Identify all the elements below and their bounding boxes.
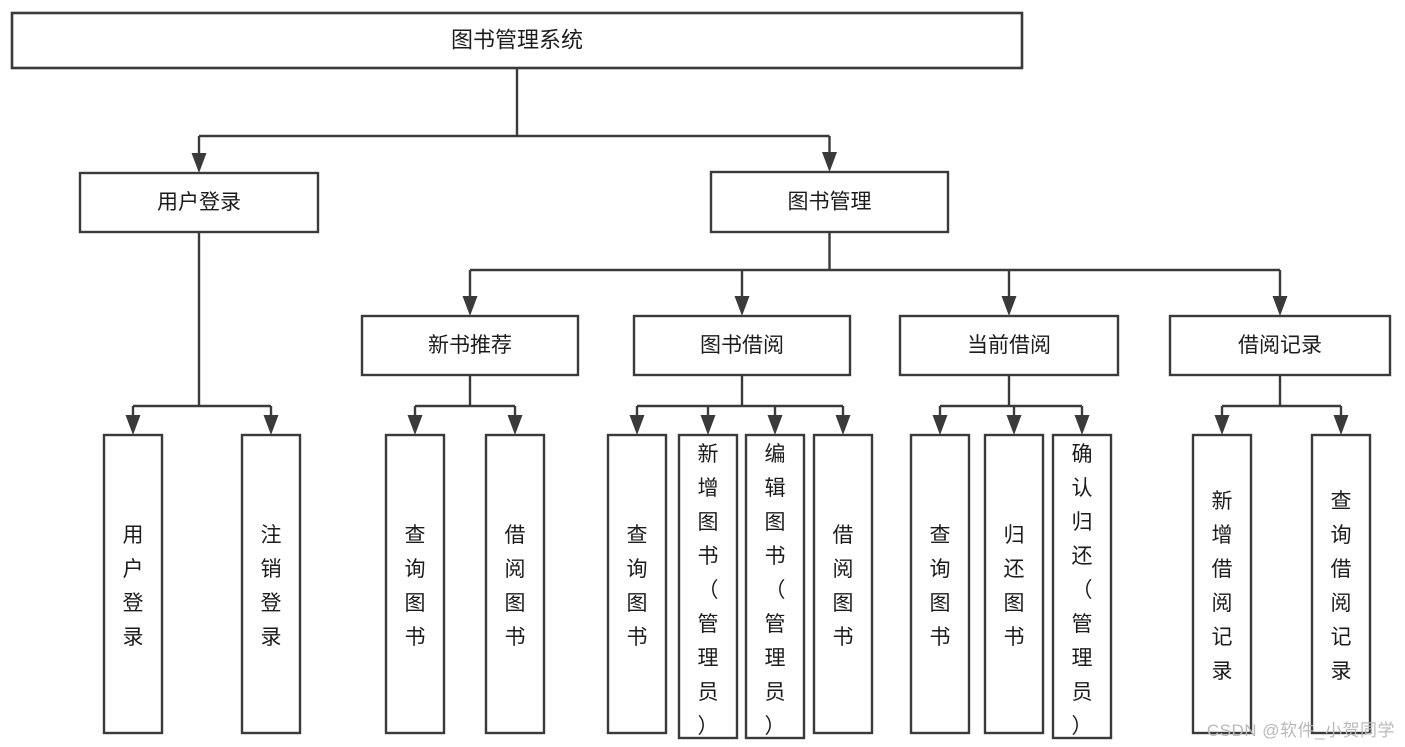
node-box[interactable] — [1310, 433, 1372, 735]
arrow-head-icon — [1074, 415, 1090, 435]
nodes-layer: 图书管理系统用户登录图书管理新书推荐图书借阅当前借阅借阅记录用户登录注销登录查询… — [10, 11, 1392, 740]
node-leaf-query-book-rec[interactable]: 查询图书 — [384, 433, 446, 735]
node-box[interactable] — [677, 433, 739, 740]
node-box[interactable] — [606, 433, 668, 735]
node-label-vertical: 查询图书 — [930, 524, 951, 649]
node-current-borrow[interactable]: 当前借阅 — [898, 314, 1120, 377]
connector-group — [932, 375, 1090, 435]
node-leaf-borrow-book-rec[interactable]: 借阅图书 — [484, 433, 546, 735]
node-box[interactable] — [983, 433, 1045, 735]
node-leaf-return-book[interactable]: 归还图书 — [983, 433, 1045, 735]
node-leaf-confirm-return[interactable]: 确认归还（管理员） — [1051, 433, 1113, 740]
node-leaf-logout-login[interactable]: 注销登录 — [240, 433, 302, 735]
node-leaf-edit-book[interactable]: 编辑图书（管理员） — [744, 433, 806, 740]
node-leaf-query-book-borrow[interactable]: 查询图书 — [606, 433, 668, 735]
arrow-head-icon — [191, 153, 207, 173]
arrow-head-icon — [822, 152, 837, 172]
arrow-head-icon — [932, 415, 948, 435]
watermark-label: CSDN @软件_小贺同学 — [1206, 721, 1395, 740]
node-label: 新书推荐 — [428, 334, 512, 357]
node-label-vertical: 新增图书（管理员） — [698, 443, 719, 738]
node-box[interactable] — [78, 171, 320, 234]
connector-group — [1214, 375, 1349, 435]
node-leaf-add-borrow-record[interactable]: 新增借阅记录 — [1191, 433, 1253, 735]
node-label-vertical: 新增借阅记录 — [1212, 490, 1233, 683]
node-label-vertical: 借阅图书 — [505, 524, 526, 649]
arrow-head-icon — [125, 415, 141, 435]
node-label: 当前借阅 — [967, 334, 1051, 357]
node-box[interactable] — [360, 314, 580, 377]
node-box[interactable] — [632, 314, 852, 377]
node-label: 图书管理 — [788, 191, 872, 214]
connector-group — [125, 232, 279, 435]
node-label-vertical: 注销登录 — [261, 524, 282, 649]
node-box[interactable] — [484, 433, 546, 735]
arrow-head-icon — [629, 415, 645, 435]
node-box[interactable] — [1191, 433, 1253, 735]
node-box[interactable] — [240, 433, 302, 735]
connector-group — [462, 232, 1288, 316]
node-leaf-query-book-current[interactable]: 查询图书 — [909, 433, 971, 735]
node-box[interactable] — [909, 433, 971, 735]
node-label-vertical: 借阅图书 — [833, 524, 854, 649]
arrow-head-icon — [507, 415, 523, 435]
arrow-head-icon — [1006, 415, 1022, 435]
node-label: 借阅记录 — [1238, 334, 1322, 357]
node-box[interactable] — [384, 433, 446, 735]
node-root[interactable]: 图书管理系统 — [10, 11, 1024, 70]
node-label-vertical: 查询图书 — [627, 524, 648, 649]
node-borrow-record[interactable]: 借阅记录 — [1168, 314, 1392, 377]
arrow-head-icon — [407, 415, 423, 435]
node-leaf-query-borrow-record[interactable]: 查询借阅记录 — [1310, 433, 1372, 735]
node-leaf-borrow-book[interactable]: 借阅图书 — [812, 433, 874, 735]
edges-layer — [125, 68, 1349, 435]
connector-group — [191, 68, 837, 173]
node-user-login[interactable]: 用户登录 — [78, 171, 320, 234]
arrow-head-icon — [462, 296, 478, 316]
connector-group — [407, 375, 523, 435]
node-label-vertical: 查询图书 — [405, 524, 426, 649]
arrow-head-icon — [734, 296, 750, 316]
arrow-head-icon — [1214, 415, 1230, 435]
arrow-head-icon — [1333, 415, 1349, 435]
arrow-head-icon — [700, 415, 716, 435]
node-box[interactable] — [812, 433, 874, 735]
arrow-head-icon — [767, 415, 783, 435]
node-box[interactable] — [10, 11, 1024, 70]
node-label: 用户登录 — [157, 191, 241, 214]
arrow-head-icon — [835, 415, 851, 435]
node-label-vertical: 编辑图书（管理员） — [765, 443, 786, 738]
node-book-manage[interactable]: 图书管理 — [709, 170, 950, 234]
node-book-borrow[interactable]: 图书借阅 — [632, 314, 852, 377]
node-leaf-add-book[interactable]: 新增图书（管理员） — [677, 433, 739, 740]
arrow-head-icon — [263, 415, 279, 435]
arrow-head-icon — [1272, 296, 1288, 316]
node-box[interactable] — [898, 314, 1120, 377]
node-label-vertical: 查询借阅记录 — [1331, 490, 1352, 683]
node-label-vertical: 确认归还（管理员） — [1072, 443, 1093, 738]
node-box[interactable] — [709, 170, 950, 234]
node-label-vertical: 用户登录 — [123, 524, 144, 649]
node-box[interactable] — [102, 433, 164, 735]
node-label: 图书管理系统 — [451, 27, 583, 52]
node-label-vertical: 归还图书 — [1004, 524, 1025, 649]
node-box[interactable] — [744, 433, 806, 740]
node-box[interactable] — [1051, 433, 1113, 740]
node-new-book-rec[interactable]: 新书推荐 — [360, 314, 580, 377]
node-leaf-user-login[interactable]: 用户登录 — [102, 433, 164, 735]
connector-group — [629, 375, 851, 435]
arrow-head-icon — [1001, 296, 1017, 316]
node-label: 图书借阅 — [700, 334, 784, 357]
node-box[interactable] — [1168, 314, 1392, 377]
